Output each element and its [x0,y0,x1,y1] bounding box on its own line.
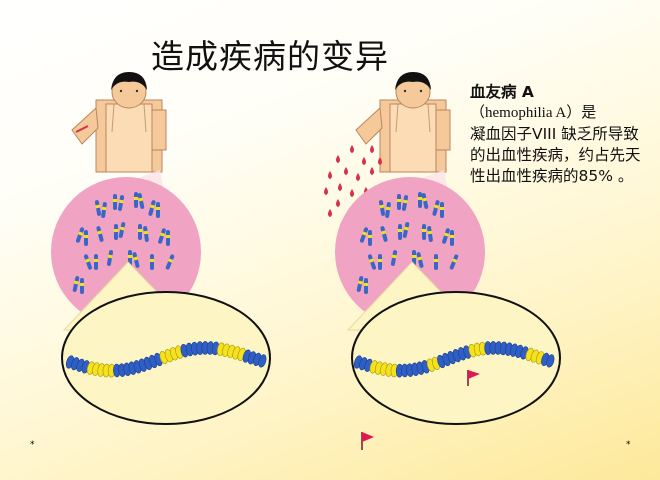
blood-drop-icon [356,173,360,181]
blood-drop-icon [324,187,328,195]
person-figure-icon [71,72,167,173]
slide-title: 造成疾病的变异 [151,37,389,76]
blood-drop-icon [370,145,374,153]
blood-drop-icon [350,189,354,197]
disease-description-body: 凝血因子VIII 缺乏所导致的出血性疾病，约占先天性出血性疾病的85% 。 [470,125,641,185]
blood-drop-icon [328,171,332,179]
cell-nucleus [51,177,201,327]
blood-drop-icon [378,157,382,165]
blood-drop-icon [344,167,348,175]
blood-drop-icon [370,167,374,175]
mutation-flag-icon [467,370,480,386]
blood-drop-icon [336,155,340,163]
blood-drop-icon [338,183,342,191]
blood-drop-icon [328,209,332,217]
disease-description: 血友病 A （hemophilia A）是 凝血因子VIII 缺乏所导致的出血性… [470,82,650,187]
disease-name: 血友病 A [470,83,534,101]
hemophilia-person-figure [324,72,561,425]
small-cut-mark [75,125,89,133]
mutation-flag-icon [361,432,374,450]
blood-drop-icon [336,199,340,207]
person-figure-icon [355,72,451,173]
footer-bullet-left: * [30,440,35,450]
blood-drop-icon [362,157,366,165]
disease-english-name: （hemophilia A）是 [470,105,597,121]
cell-nucleus [335,177,485,327]
normal-person-figure [51,72,271,425]
footer-bullet-right: * [626,440,631,450]
blood-drop-icon [350,145,354,153]
blood-drops [324,145,382,229]
